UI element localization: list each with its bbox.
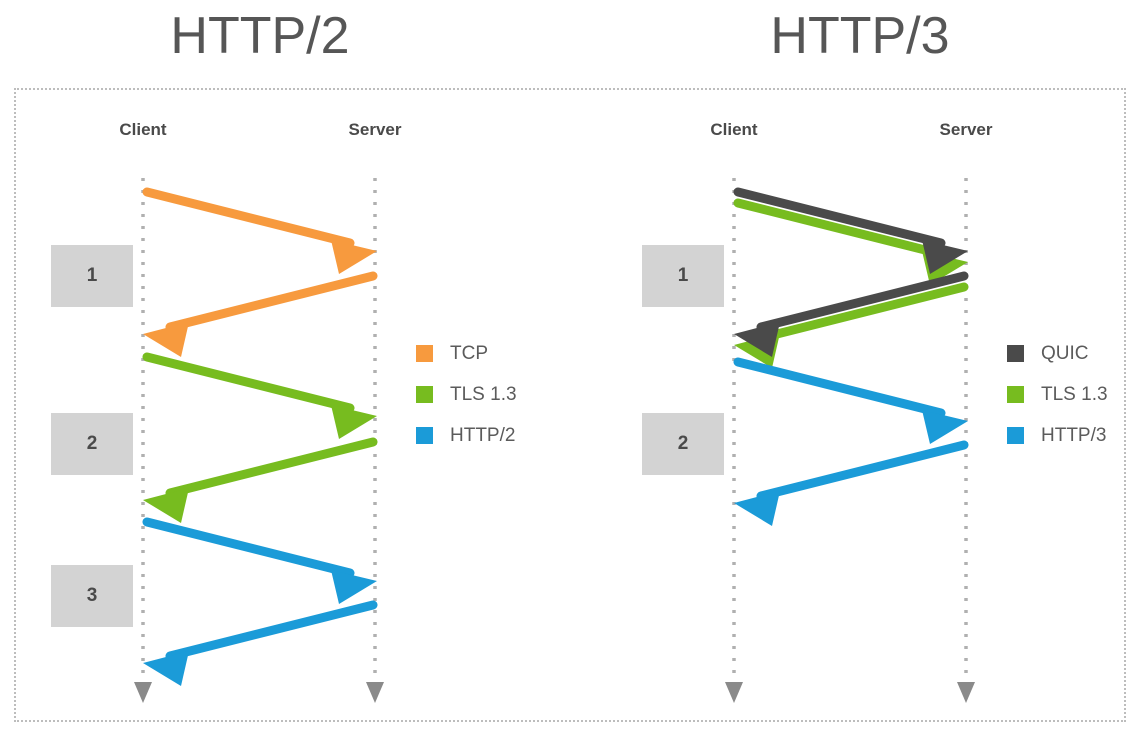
lifeline-end-arrow-client-http3 [725,682,743,703]
legend-label-http3: HTTP/3 [1041,424,1107,446]
message-arrow-tls-response-http2 [143,437,378,523]
legend-swatch-tls-icon [416,386,433,403]
legend-swatch-tls-icon [1007,386,1024,403]
round-box-1-http3: 1 [642,245,724,307]
lifeline-end-arrow-server-http2 [366,682,384,703]
lifeline-end-arrow-client-http2 [134,682,152,703]
message-arrow-http2-request [142,517,377,604]
legend-item-quic: QUIC [1007,333,1108,374]
sequence-panel-http2: Client Server 1 2 3 [16,90,572,724]
message-arrow-tcp-response [143,271,378,357]
flow-arrows-http3 [725,178,975,703]
message-arrow-tcp-request [142,187,377,274]
legend-label-quic: QUIC [1041,342,1089,364]
actor-label-client-http3: Client [710,120,758,139]
legend-label-tls: TLS 1.3 [450,383,517,405]
legend-item-tls: TLS 1.3 [1007,374,1108,415]
round-box-3-http2: 3 [51,565,133,627]
actor-label-server-http3: Server [939,120,993,139]
message-arrow-quic-request [733,187,968,274]
message-arrow-http2-response [143,600,378,686]
actor-label-server-http2: Server [348,120,402,139]
round-box-label: 2 [677,433,689,454]
message-arrow-tls-request-http2 [142,352,377,439]
legend-label-tls: TLS 1.3 [1041,383,1108,405]
round-box-label: 1 [677,265,689,286]
legend-item-http2: HTTP/2 [416,415,517,456]
round-box-1-http2: 1 [51,245,133,307]
sequence-panel-http3: Client Server 1 2 [572,90,1128,724]
message-arrow-quic-response [734,271,969,357]
message-arrow-http3-response [734,440,969,526]
flow-arrows-http2 [134,178,384,703]
legend-swatch-http3-icon [1007,427,1024,444]
legend-http2: TCP TLS 1.3 HTTP/2 [416,333,517,456]
lifeline-end-arrow-server-http3 [957,682,975,703]
legend-http3: QUIC TLS 1.3 HTTP/3 [1007,333,1108,456]
legend-label-tcp: TCP [450,342,488,364]
legend-item-tcp: TCP [416,333,517,374]
legend-item-http3: HTTP/3 [1007,415,1108,456]
round-box-label: 3 [86,585,98,606]
actor-label-client-http2: Client [119,120,167,139]
legend-label-http2: HTTP/2 [450,424,516,446]
round-box-2-http2: 2 [51,413,133,475]
round-box-label: 2 [86,433,98,454]
round-box-label: 1 [86,265,98,286]
legend-swatch-http2-icon [416,427,433,444]
page-title-http2: HTTP/2 [170,7,350,65]
diagram-frame: Client Server 1 2 3 [14,88,1126,722]
page-title-http3: HTTP/3 [770,7,950,65]
round-box-2-http3: 2 [642,413,724,475]
legend-swatch-tcp-icon [416,345,433,362]
message-arrow-http3-request [733,357,968,444]
legend-item-tls: TLS 1.3 [416,374,517,415]
legend-swatch-quic-icon [1007,345,1024,362]
